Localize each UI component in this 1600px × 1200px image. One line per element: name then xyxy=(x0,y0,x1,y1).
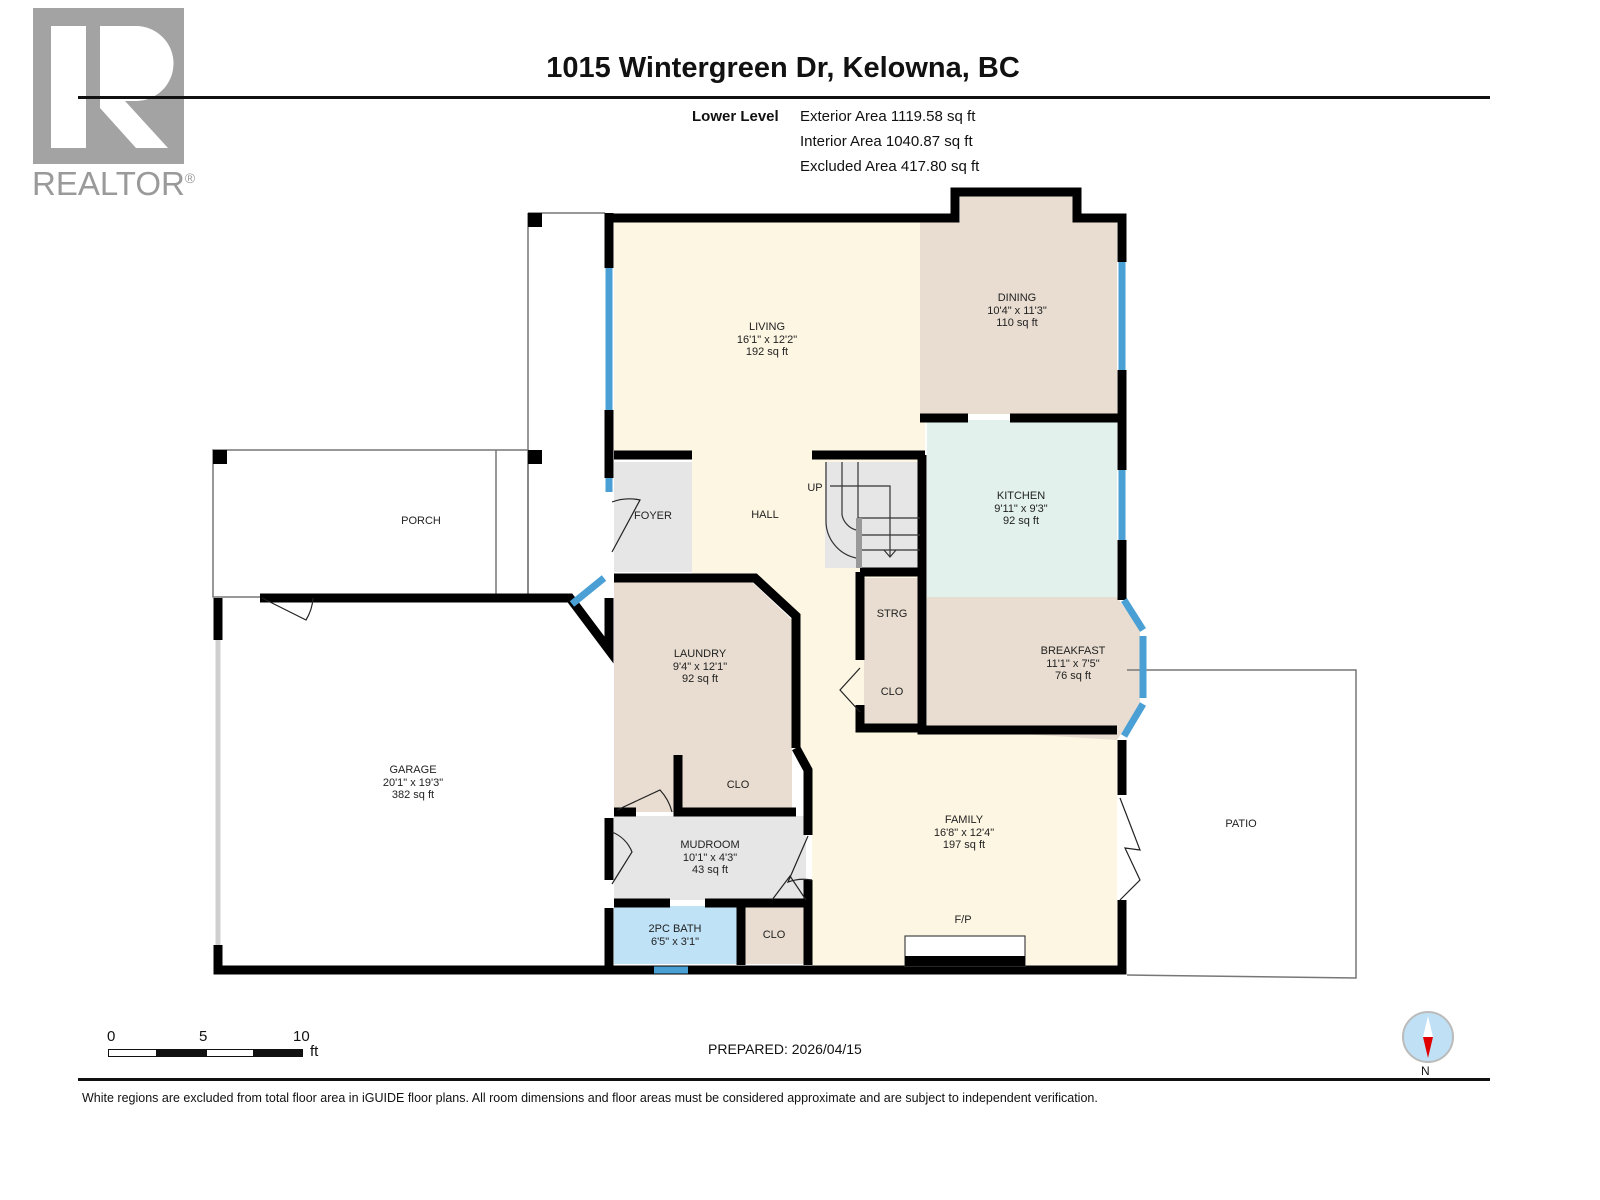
room-foyer: FOYER xyxy=(634,510,672,522)
room-closet-laundry: CLO xyxy=(726,779,750,791)
realtor-logo-text: REALTOR® xyxy=(32,165,196,202)
exterior-area: Exterior Area 1119.58 sq ft xyxy=(800,108,976,125)
realtor-r-icon xyxy=(51,26,174,148)
room-fills xyxy=(614,196,1140,965)
room-storage: STRG xyxy=(876,608,908,620)
room-patio: PATIO xyxy=(1225,818,1257,830)
prepared-date: PREPARED: 2026/04/15 xyxy=(708,1041,862,1057)
room-porch: PORCH xyxy=(401,515,441,527)
room-closet-bath: CLO xyxy=(762,929,786,941)
stairs-up-label: UP xyxy=(807,482,823,494)
excluded-area: Excluded Area 417.80 sq ft xyxy=(800,158,980,175)
footer-divider xyxy=(78,1078,1490,1081)
room-hall: HALL xyxy=(751,509,779,521)
disclaimer: White regions are excluded from total fl… xyxy=(82,1091,1098,1105)
compass-icon xyxy=(1402,1011,1454,1063)
page-title: 1015 Wintergreen Dr, Kelowna, BC xyxy=(546,52,1020,84)
header-divider xyxy=(78,96,1490,99)
fireplace-label: F/P xyxy=(954,914,972,926)
level-label: Lower Level xyxy=(692,108,779,125)
interior-area: Interior Area 1040.87 sq ft xyxy=(800,133,973,150)
realtor-logo xyxy=(33,8,184,164)
room-closet-hall: CLO xyxy=(880,686,904,698)
compass-north-label: N xyxy=(1421,1064,1430,1078)
